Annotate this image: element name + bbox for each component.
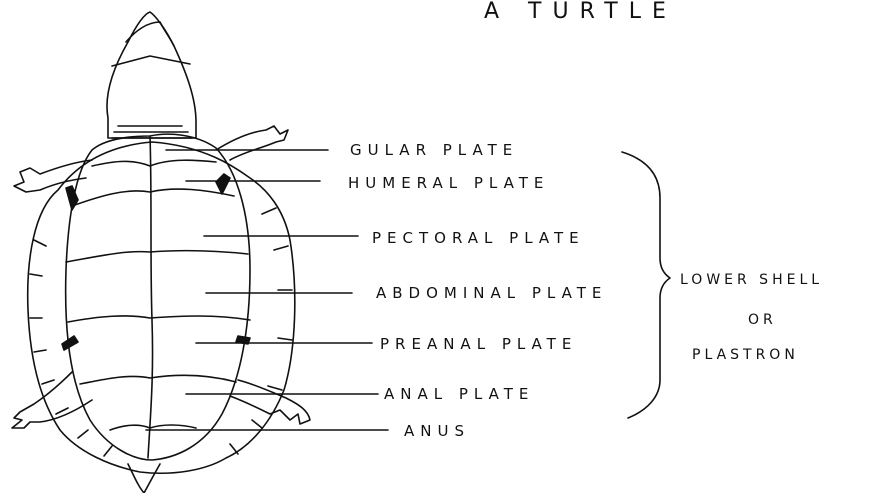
group-label-line3: PLASTRON bbox=[692, 346, 799, 364]
abdominal-seam bbox=[68, 316, 250, 322]
front-left-leg bbox=[14, 160, 92, 192]
label-abdominal-plate: ABDOMINAL PLATE bbox=[376, 284, 607, 302]
page-title: A TURTLE bbox=[484, 0, 677, 24]
plastron-midline bbox=[148, 136, 153, 458]
joint-mark-right bbox=[216, 174, 230, 194]
marginal-lines bbox=[30, 208, 292, 456]
pectoral-seam bbox=[66, 251, 248, 262]
plastron-brace bbox=[622, 152, 670, 418]
label-humeral-plate: HUMERAL PLATE bbox=[348, 174, 549, 192]
joint-mark-hind-left bbox=[62, 336, 78, 350]
humeral-seam bbox=[72, 189, 234, 206]
group-label-line1: LOWER SHELL bbox=[680, 271, 823, 289]
joint-mark-left bbox=[66, 186, 78, 210]
label-anal-plate: ANAL PLATE bbox=[384, 385, 534, 403]
turtle-head bbox=[107, 12, 196, 138]
label-pectoral-plate: PECTORAL PLATE bbox=[372, 229, 585, 247]
gular-seam bbox=[92, 160, 216, 166]
label-gular-plate: GULAR PLATE bbox=[350, 141, 518, 159]
front-right-leg bbox=[216, 126, 288, 160]
label-preanal-plate: PREANAL PLATE bbox=[380, 335, 577, 353]
turtle-tail bbox=[128, 464, 160, 493]
group-label-line2: OR bbox=[748, 311, 777, 329]
preanal-seam bbox=[80, 375, 236, 384]
turtle-snout bbox=[126, 22, 174, 46]
label-anus: ANUS bbox=[404, 422, 470, 440]
